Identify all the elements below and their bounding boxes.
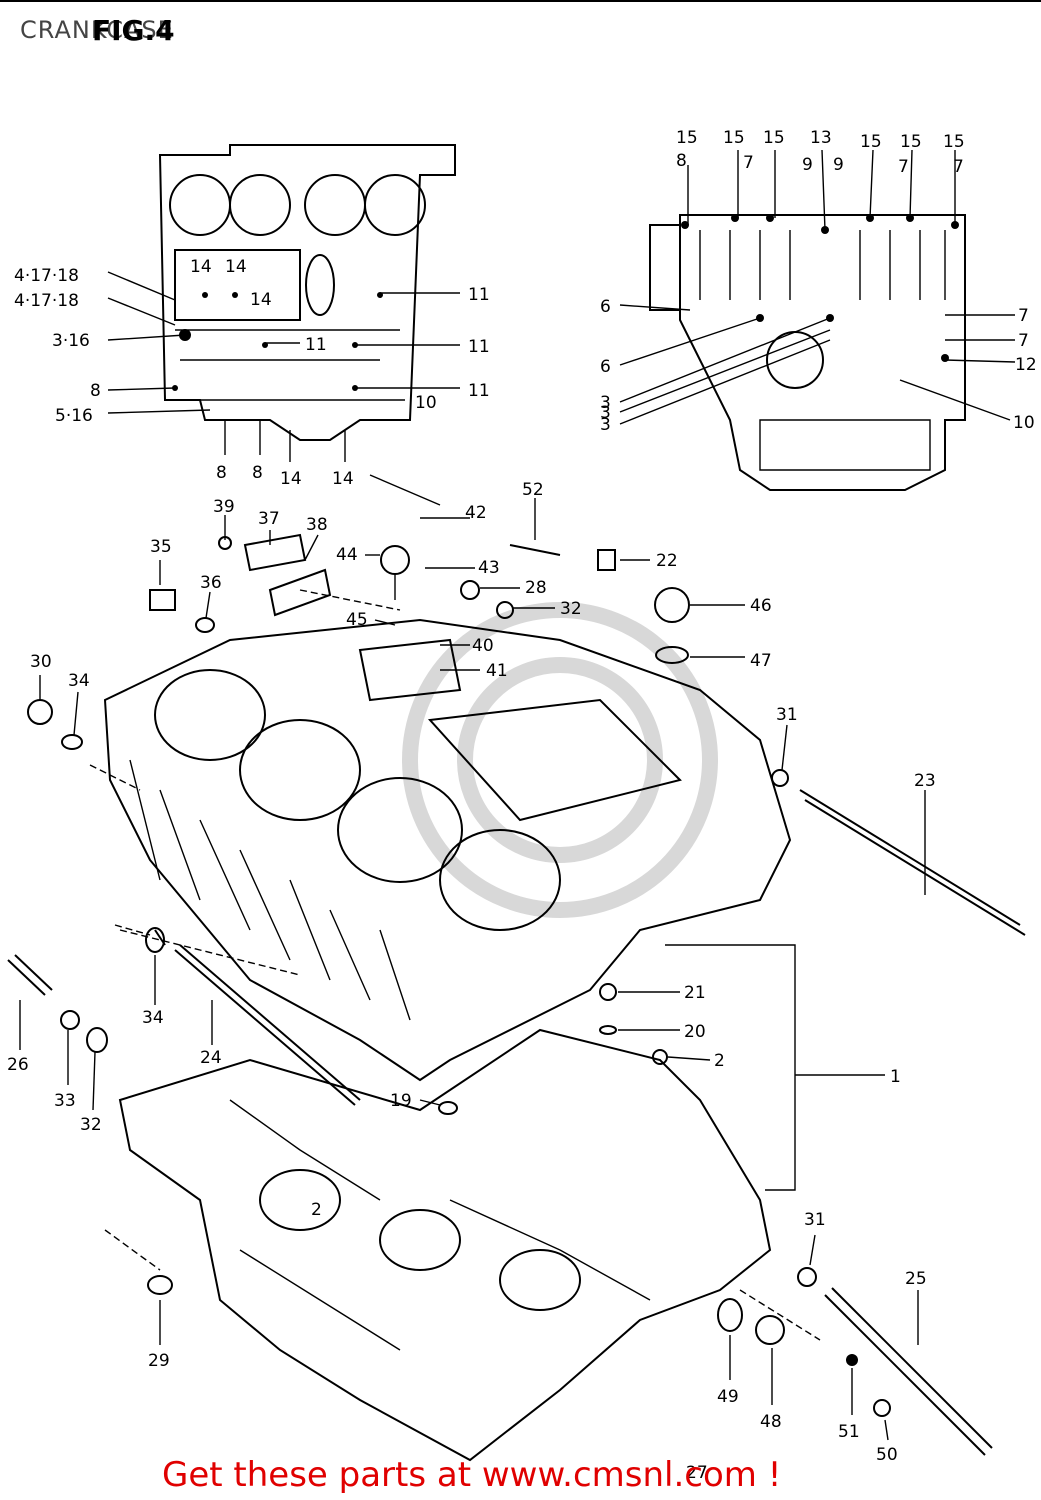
- callout-42: 42: [465, 503, 487, 523]
- callout-43: 43: [478, 558, 500, 578]
- callout-45: 45: [346, 610, 368, 630]
- callout-33: 33: [54, 1091, 76, 1111]
- callout-10: 10: [415, 393, 437, 413]
- callout-11: 11: [305, 335, 327, 355]
- callout-23: 23: [914, 771, 936, 791]
- callout-14: 14: [225, 257, 247, 277]
- callout-4-17-18-a: 4·17·18: [14, 266, 79, 286]
- callout-3-16: 3·16: [52, 331, 90, 351]
- callout-32: 32: [560, 599, 582, 619]
- callout-29: 29: [148, 1351, 170, 1371]
- callout-52: 52: [522, 480, 544, 500]
- callout-1: 1: [890, 1067, 901, 1087]
- callout-9: 9: [833, 155, 844, 175]
- callout-20: 20: [684, 1022, 706, 1042]
- callout-46: 46: [750, 596, 772, 616]
- callout-14: 14: [332, 469, 354, 489]
- callout-6: 6: [600, 297, 611, 317]
- callout-37: 37: [258, 509, 280, 529]
- callout-7: 7: [1018, 331, 1029, 351]
- callout-9: 9: [802, 155, 813, 175]
- callout-31: 31: [804, 1210, 826, 1230]
- upper-crankcase-assembly: [103, 474, 792, 1082]
- callout-3: 3: [600, 415, 611, 435]
- callout-7: 7: [953, 157, 964, 177]
- callouts-main: 39 37 38 42 52 35 36 44 43 28 32 22 46 4…: [7, 480, 936, 1483]
- promo-link-text[interactable]: Get these parts at www.cmsnl.com !: [162, 1455, 782, 1495]
- callout-36: 36: [200, 573, 222, 593]
- callout-8: 8: [252, 463, 263, 483]
- callout-51: 51: [838, 1422, 860, 1442]
- callouts-top-right: 15 15 15 13 15 15 15 8 7 9 9 7 7 6 6 3 3…: [600, 128, 1037, 435]
- callout-25: 25: [905, 1269, 927, 1289]
- callout-5-16: 5·16: [55, 406, 93, 426]
- callout-8: 8: [676, 151, 687, 171]
- callout-15: 15: [943, 132, 965, 152]
- figure-number: FIG.4: [92, 14, 175, 47]
- lower-crankcase-view: [649, 214, 966, 491]
- callout-3: 3: [600, 403, 611, 423]
- lower-crankcase-assembly: [118, 1028, 772, 1462]
- callout-13: 13: [810, 128, 832, 148]
- callout-32: 32: [80, 1115, 102, 1135]
- callout-50: 50: [876, 1445, 898, 1465]
- upper-crankcase-view: [158, 144, 456, 441]
- callout-11: 11: [468, 337, 490, 357]
- top-rule: [0, 0, 1041, 2]
- callout-19: 19: [390, 1091, 412, 1111]
- callout-6: 6: [600, 357, 611, 377]
- callout-15: 15: [676, 128, 698, 148]
- callout-8: 8: [90, 381, 101, 401]
- callout-26: 26: [7, 1055, 29, 1075]
- callout-38: 38: [306, 515, 328, 535]
- callout-44: 44: [336, 545, 358, 565]
- callout-22: 22: [656, 551, 678, 571]
- callout-21: 21: [684, 983, 706, 1003]
- callout-14: 14: [250, 290, 272, 310]
- callout-47: 47: [750, 651, 772, 671]
- callout-34: 34: [142, 1008, 164, 1028]
- callout-15: 15: [860, 132, 882, 152]
- callout-39: 39: [213, 497, 235, 517]
- callout-2: 2: [311, 1200, 322, 1220]
- callout-15: 15: [900, 132, 922, 152]
- callout-30: 30: [30, 652, 52, 672]
- callout-7: 7: [743, 153, 754, 173]
- callout-8: 8: [216, 463, 227, 483]
- callout-11: 11: [468, 285, 490, 305]
- callout-3: 3: [600, 393, 611, 413]
- callouts-top-left: 4·17·18 4·17·18 3·16 8 5·16 14 14 14 11 …: [14, 257, 490, 489]
- watermark-logo: [402, 602, 718, 918]
- callout-15: 15: [723, 128, 745, 148]
- small-parts: [7, 533, 1026, 1456]
- callout-28: 28: [525, 578, 547, 598]
- callout-15: 15: [763, 128, 785, 148]
- callout-7: 7: [898, 157, 909, 177]
- callout-12: 12: [1015, 355, 1037, 375]
- callout-49: 49: [717, 1387, 739, 1407]
- callout-14: 14: [280, 469, 302, 489]
- callout-2: 2: [714, 1051, 725, 1071]
- callout-7: 7: [1018, 306, 1029, 326]
- diagram-title: CRANKCASE: [20, 16, 174, 44]
- callout-41: 41: [486, 661, 508, 681]
- callout-48: 48: [760, 1412, 782, 1432]
- callout-10: 10: [1013, 413, 1035, 433]
- callout-24: 24: [200, 1048, 222, 1068]
- callout-27: 27: [686, 1463, 708, 1483]
- callout-31: 31: [776, 705, 798, 725]
- callout-11: 11: [468, 381, 490, 401]
- callout-35: 35: [150, 537, 172, 557]
- callout-34: 34: [68, 671, 90, 691]
- callout-4-17-18-b: 4·17·18: [14, 291, 79, 311]
- callout-14: 14: [190, 257, 212, 277]
- callout-40: 40: [472, 636, 494, 656]
